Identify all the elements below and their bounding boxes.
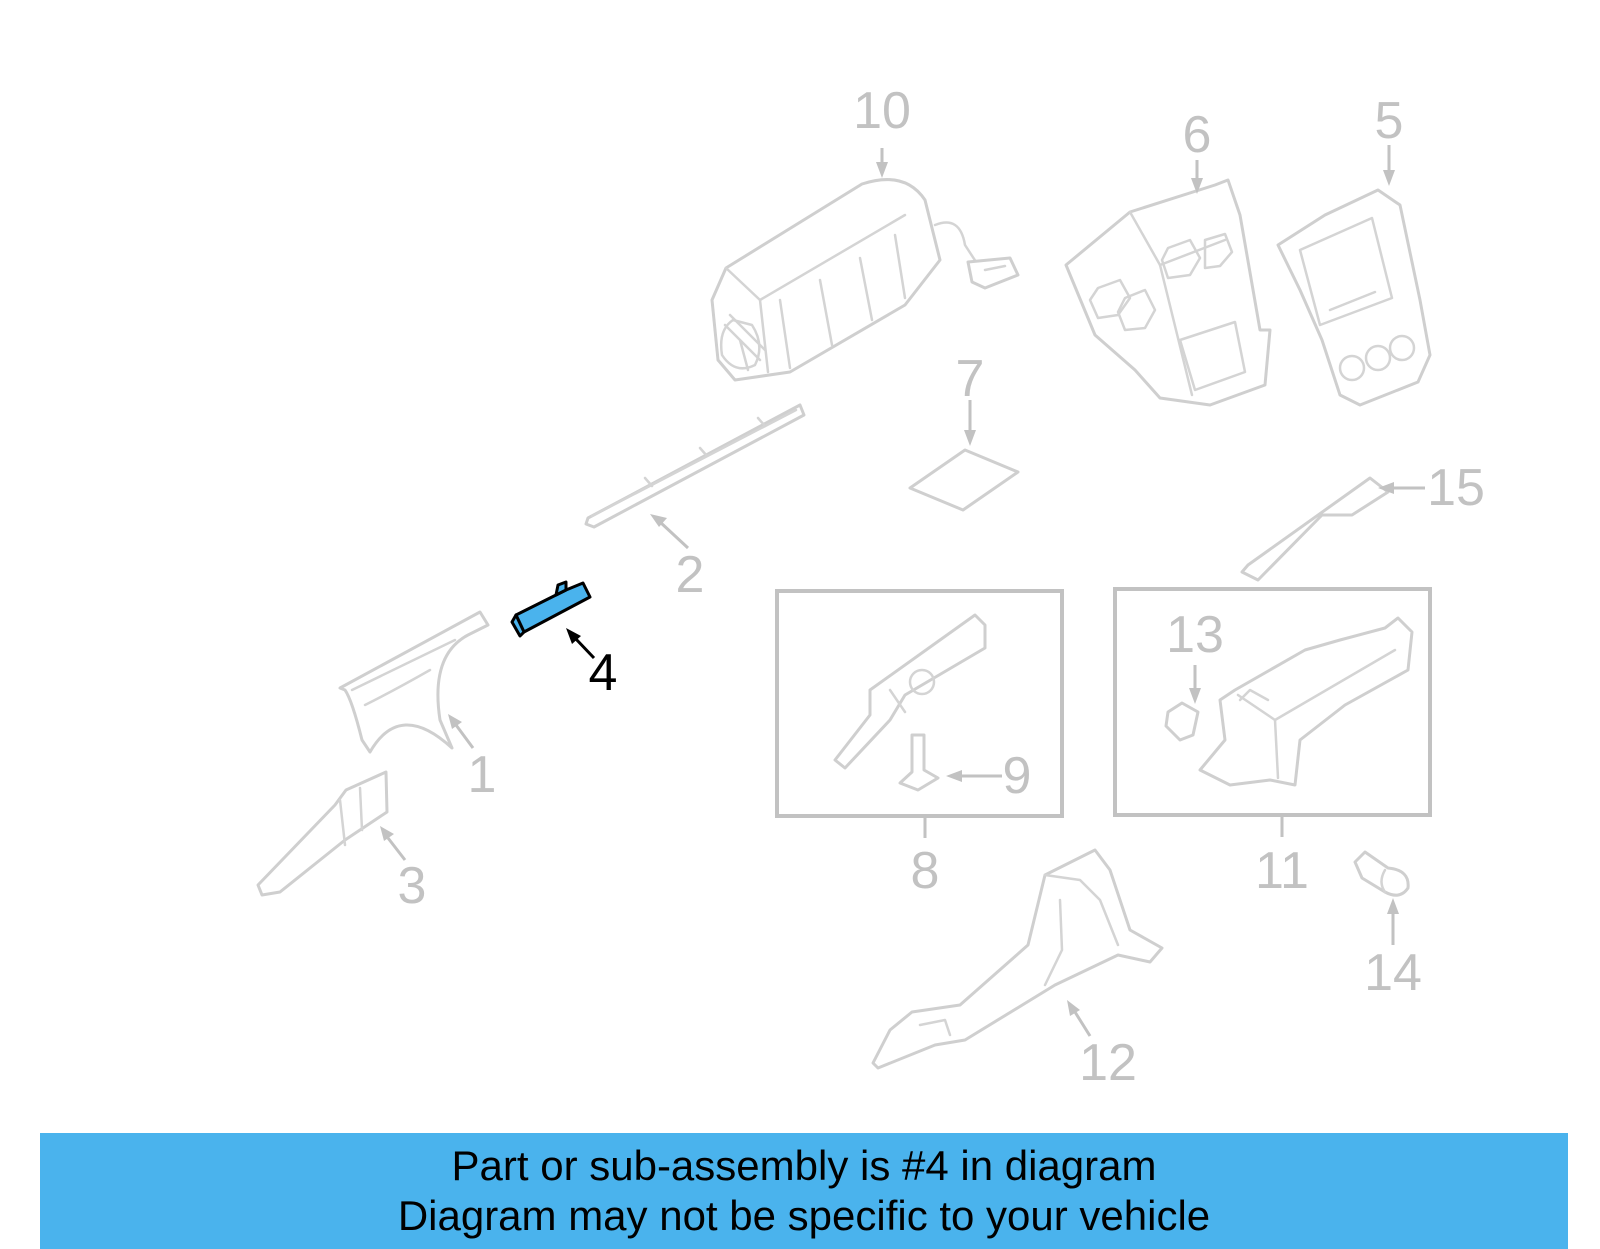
part-3-bracket (256, 770, 389, 897)
part-2-trim-strip (584, 403, 806, 529)
callout-1: 1 (468, 746, 497, 804)
part-4-highlighted (510, 580, 592, 638)
part-7-pad (908, 448, 1020, 512)
callout-7: 7 (956, 350, 985, 408)
part-6-center-bezel (1064, 178, 1272, 407)
callout-3: 3 (398, 857, 427, 915)
part-12-side-panel (871, 848, 1164, 1070)
banner-line-2: Diagram may not be specific to your vehi… (397, 1192, 1211, 1239)
callout-11: 11 (1255, 842, 1309, 900)
part-1-lower-panel (338, 610, 490, 754)
info-banner: Part or sub-assembly is #4 in diagram Di… (40, 1133, 1568, 1249)
callout-numbers: 10 6 5 7 2 15 1 3 9 8 11 13 12 14 4 (398, 82, 1485, 1092)
part-14-clip (1353, 850, 1410, 897)
callout-14: 14 (1364, 944, 1422, 1002)
callout-box-11 (1113, 587, 1432, 817)
callout-8: 8 (911, 842, 940, 900)
part-5-radio-panel (1276, 188, 1432, 407)
callout-2: 2 (676, 546, 705, 604)
callout-15: 15 (1427, 459, 1485, 517)
callout-13: 13 (1166, 606, 1224, 664)
callout-12: 12 (1079, 1034, 1137, 1092)
callout-6: 6 (1183, 106, 1212, 164)
banner-line-1: Part or sub-assembly is #4 in diagram (451, 1142, 1157, 1189)
callout-5: 5 (1375, 92, 1404, 150)
callout-4: 4 (589, 644, 618, 702)
callout-9: 9 (1003, 747, 1032, 805)
part-15-trim-strip (1240, 476, 1390, 582)
callout-box-8 (775, 589, 1064, 818)
leader-lines (380, 145, 1425, 1037)
callout-10: 10 (853, 82, 911, 140)
part-10-airbag-module (710, 178, 1020, 382)
